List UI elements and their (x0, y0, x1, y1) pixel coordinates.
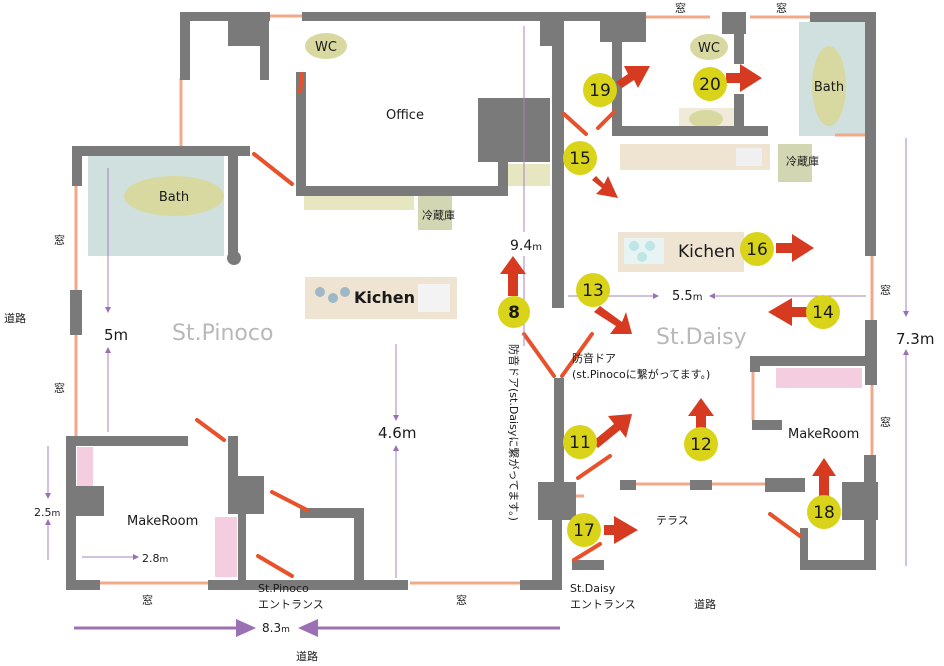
unit-name-pinoco: St.Pinoco (172, 321, 273, 346)
dim-5m: 5m (104, 326, 128, 344)
terrace-label: テラス (656, 514, 689, 527)
marker-12 (684, 427, 718, 461)
labels: St.Pinoco St.Daisy Office WC WC Bath Bat… (4, 1, 934, 663)
walls (66, 12, 878, 590)
dim-4-6m: 4.6m (378, 424, 416, 442)
marker-8 (498, 296, 530, 328)
windows (74, 14, 874, 585)
bathtub-right (812, 46, 846, 126)
road-label-left: 道路 (4, 311, 26, 325)
bathtub-left (124, 176, 224, 216)
office-shelf (508, 164, 550, 186)
room-kitchen-left: Kichen (354, 288, 415, 307)
marker-17-label: 17 (573, 521, 595, 541)
window-label: 窓 (880, 415, 891, 429)
room-makeroom-left: MakeRoom (127, 514, 198, 529)
marker-15 (563, 141, 597, 175)
dim-9-4m: 9.4m (510, 238, 542, 254)
counter-right-top-sink (736, 148, 762, 166)
marker-13-label: 13 (582, 281, 604, 301)
stove-burner (637, 252, 647, 262)
marker-19-label: 19 (589, 81, 611, 101)
stove-burner (340, 287, 350, 297)
room-bath-left: Bath (159, 190, 189, 205)
room-office: Office (386, 108, 424, 123)
makeup-counter-left-top (77, 447, 93, 487)
column-knob (227, 251, 241, 265)
dim-2-5m: 2.5m (34, 506, 60, 519)
stove-burner (645, 241, 655, 251)
wc-bowl-left (305, 33, 347, 59)
marker-20 (693, 67, 727, 101)
stove-burner (328, 293, 338, 303)
marker-12-label: 12 (690, 435, 712, 455)
fridge-right-label: 冷蔵庫 (786, 154, 819, 168)
entrance-pinoco-line2: エントランス (258, 598, 324, 611)
wc-bowl-right (690, 34, 728, 60)
doors (195, 72, 802, 578)
window-label: 窓 (776, 1, 787, 15)
marker-11 (563, 425, 597, 459)
window-label: 窓 (142, 593, 153, 607)
marker-14 (806, 295, 840, 329)
marker-15-label: 15 (569, 149, 591, 169)
unit-name-daisy: St.Daisy (656, 325, 747, 350)
dim-8-3m: 8.3m (262, 621, 290, 635)
window-label: 窓 (54, 381, 65, 395)
window-label: 窓 (456, 593, 467, 607)
marker-20-label: 20 (699, 75, 721, 95)
marker-17 (567, 513, 601, 547)
fridge-right (778, 144, 812, 182)
dimension-lines (45, 26, 909, 578)
stove-burner (629, 241, 639, 251)
fridge-left (418, 192, 452, 230)
room-wc-right: WC (698, 41, 720, 56)
window-label: 窓 (880, 283, 891, 297)
dimension-8m (74, 619, 560, 637)
door-note-line1: 防音ドア (572, 351, 616, 365)
view-arrows (500, 64, 836, 544)
marker-8-label: 8 (508, 303, 520, 323)
makeup-counter-left-side (215, 517, 237, 577)
kitchen-sink-left (418, 284, 450, 312)
entrance-pinoco-line1: St.Pinoco (258, 582, 309, 595)
sink-basin (689, 110, 723, 128)
marker-11-label: 11 (569, 433, 591, 453)
marker-18 (807, 495, 841, 529)
window-label: 窓 (675, 1, 686, 15)
room-kitchen-right: Kichen (678, 242, 735, 262)
office-counter (304, 192, 414, 210)
room-wc-left: WC (315, 40, 337, 55)
marker-16-label: 16 (746, 240, 768, 260)
marker-19 (583, 73, 617, 107)
marker-14-label: 14 (812, 303, 834, 323)
road-label-bottom: 道路 (296, 649, 318, 663)
entrance-daisy-line2: エントランス (570, 598, 636, 611)
dim-5-5m: 5.5m (672, 289, 702, 304)
fridge-left-label: 冷蔵庫 (422, 208, 455, 222)
room-bath-right: Bath (814, 80, 844, 95)
stove-burner (315, 287, 325, 297)
door-note-vertical: 防音ドア(st.Daisyに繋がってます。) (507, 344, 521, 521)
door-note-line2: (st.Pinocoに繋がってます。) (572, 367, 710, 381)
entrance-daisy-line1: St.Daisy (570, 582, 616, 595)
makeup-counter-right (776, 368, 862, 388)
road-label-right: 道路 (694, 597, 716, 611)
marker-16 (740, 232, 774, 266)
viewpoint-markers: 8 11 12 13 14 15 16 17 18 19 20 (498, 67, 841, 547)
marker-18-label: 18 (813, 503, 835, 523)
dim-7-3m: 7.3m (896, 330, 934, 348)
dim-2-8m: 2.8m (142, 552, 168, 565)
room-makeroom-right: MakeRoom (788, 427, 859, 442)
marker-13 (576, 273, 610, 307)
window-label: 窓 (54, 233, 65, 247)
